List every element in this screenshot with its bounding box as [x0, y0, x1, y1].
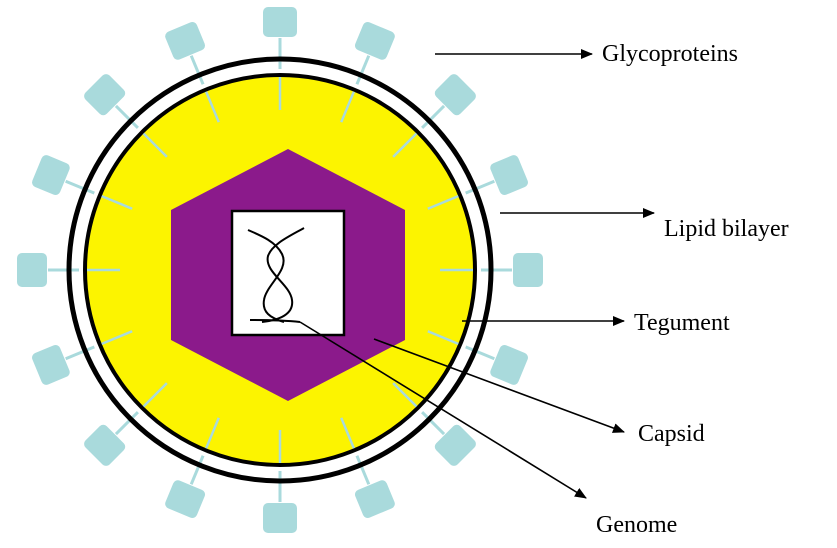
glycoprotein-head — [353, 21, 396, 62]
glycoprotein-head — [489, 154, 530, 197]
label-genome: Genome — [596, 512, 677, 538]
glycoprotein-head — [353, 479, 396, 520]
label-lipid-bilayer: Lipid bilayer — [664, 216, 789, 242]
glycoprotein-head — [31, 154, 72, 197]
glycoprotein-head — [17, 253, 47, 287]
glycoprotein-head — [164, 21, 207, 62]
label-tegument: Tegument — [634, 310, 730, 336]
glycoprotein-head — [489, 343, 530, 386]
glycoprotein-head — [263, 503, 297, 533]
glycoprotein-head — [513, 253, 543, 287]
glycoprotein-head — [31, 343, 72, 386]
glycoprotein-head — [263, 7, 297, 37]
label-glycoproteins: Glycoproteins — [602, 41, 738, 67]
label-capsid: Capsid — [638, 421, 705, 447]
glycoprotein-head — [164, 479, 207, 520]
